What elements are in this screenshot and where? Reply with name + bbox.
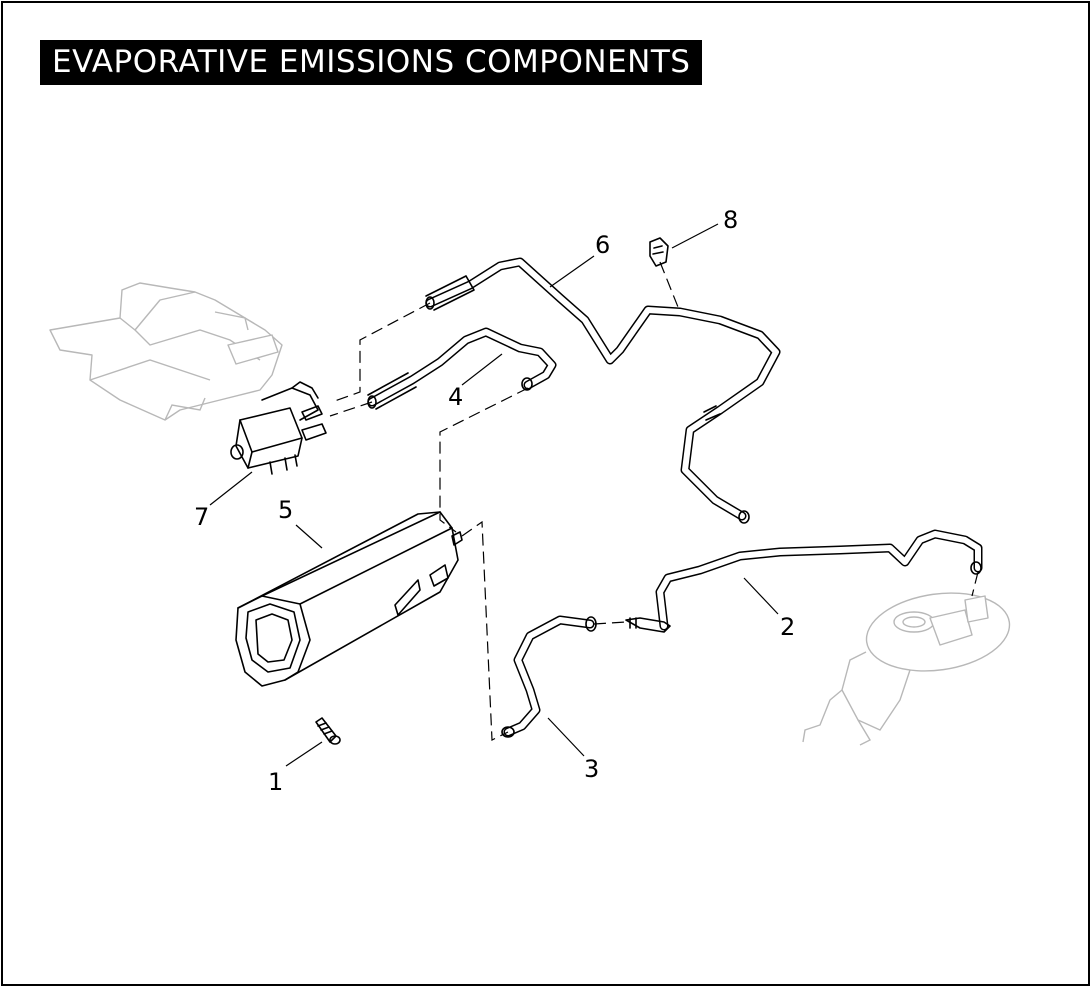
charcoal-canister [235,511,463,687]
callout-4: 4 [448,383,463,411]
callout-1: 1 [268,768,283,796]
vapor-hose-curved [501,615,597,738]
screw [315,717,341,745]
fuel-pump-flange [802,592,1011,746]
diagram-title: EVAPORATIVE EMISSIONS COMPONENTS [40,40,703,85]
hose-clip [649,237,669,267]
callout-7: 7 [194,503,209,531]
callout-2: 2 [780,613,795,641]
callout-5: 5 [278,496,293,524]
mounting-bracket [49,282,283,421]
callout-3: 3 [584,755,599,783]
purge-valve [230,381,327,475]
vapor-hose-long [425,257,781,524]
assembly-lines [329,261,979,741]
vapor-tube-rigid [625,529,983,633]
callout-6: 6 [595,231,610,259]
vapor-hose-short [367,327,557,410]
leader-lines [209,223,779,767]
callout-8: 8 [723,206,738,234]
